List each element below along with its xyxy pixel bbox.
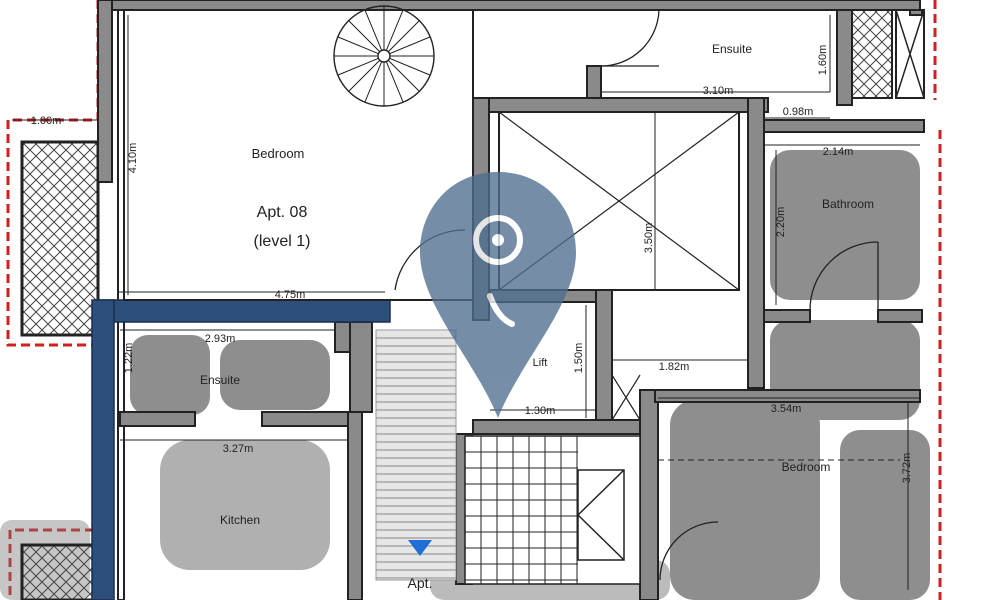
dim-bedroom-width: 4.75m [275,289,306,301]
spiral-stair-treads [334,6,434,106]
room-label-lift: Lift [533,357,548,369]
dim-lower-bedroom-width: 3.54m [771,403,802,415]
door-swings [394,9,879,581]
spiral-tread [364,61,383,103]
dim-ensuite-depth: 1.60m [817,45,829,76]
spiral-tread [385,9,404,51]
dim-small-width: 0.98m [783,106,814,118]
stair-corridor-treads [376,337,456,579]
location-pin-icon [420,172,576,418]
room-label-ensuite-lower: Ensuite [200,373,240,387]
dim-terrace-depth: 1.00m [31,115,62,127]
apartment-name: Apt. 08 [257,204,308,221]
dim-shaft-depth: 3.50m [643,223,655,254]
room-label-kitchen: Kitchen [220,513,260,527]
dim-lower-bedroom-depth: 3.72m [901,453,913,484]
spiral-tread [387,59,420,92]
dim-lower-width: 3.27m [223,443,254,455]
spiral-tread [348,59,381,92]
lower-stair-treads [465,436,578,584]
dim-ensuite-width: 3.10m [703,85,734,97]
room-label-bedroom-main: Bedroom [252,146,305,161]
dim-lower-ensuite-width: 2.93m [205,333,236,345]
next-unit-label: Apt. [408,575,433,591]
walls [97,0,925,600]
entry-arrow-icon [408,540,432,556]
apartment-level: (level 1) [254,233,311,250]
dim-bedroom-depth: 4.10m [127,143,139,174]
dim-lift-depth: 1.50m [573,343,585,374]
spiral-tread [387,20,420,53]
spiral-tread [389,57,431,76]
highlight-wall [91,299,391,600]
dim-bathroom-width: 2.14m [823,146,854,158]
balconies [20,9,925,600]
dim-landing-width: 1.82m [659,361,690,373]
room-label-ensuite-top: Ensuite [712,42,752,56]
spiral-tread [337,36,379,55]
spiral-tread [348,20,381,53]
spiral-tread [337,57,379,76]
dim-lower-ensuite-depth: 1.22m [123,343,135,374]
room-label-bedroom-lower: Bedroom [782,460,831,474]
spiral-tread [364,9,383,51]
spiral-tread [389,36,431,55]
dim-lift-width: 1.30m [525,405,556,417]
dimension-lines [12,15,920,590]
dim-bathroom-depth: 2.20m [775,207,787,238]
room-label-bathroom: Bathroom [822,197,874,211]
lower-stair [464,435,641,585]
spiral-tread [385,61,404,103]
